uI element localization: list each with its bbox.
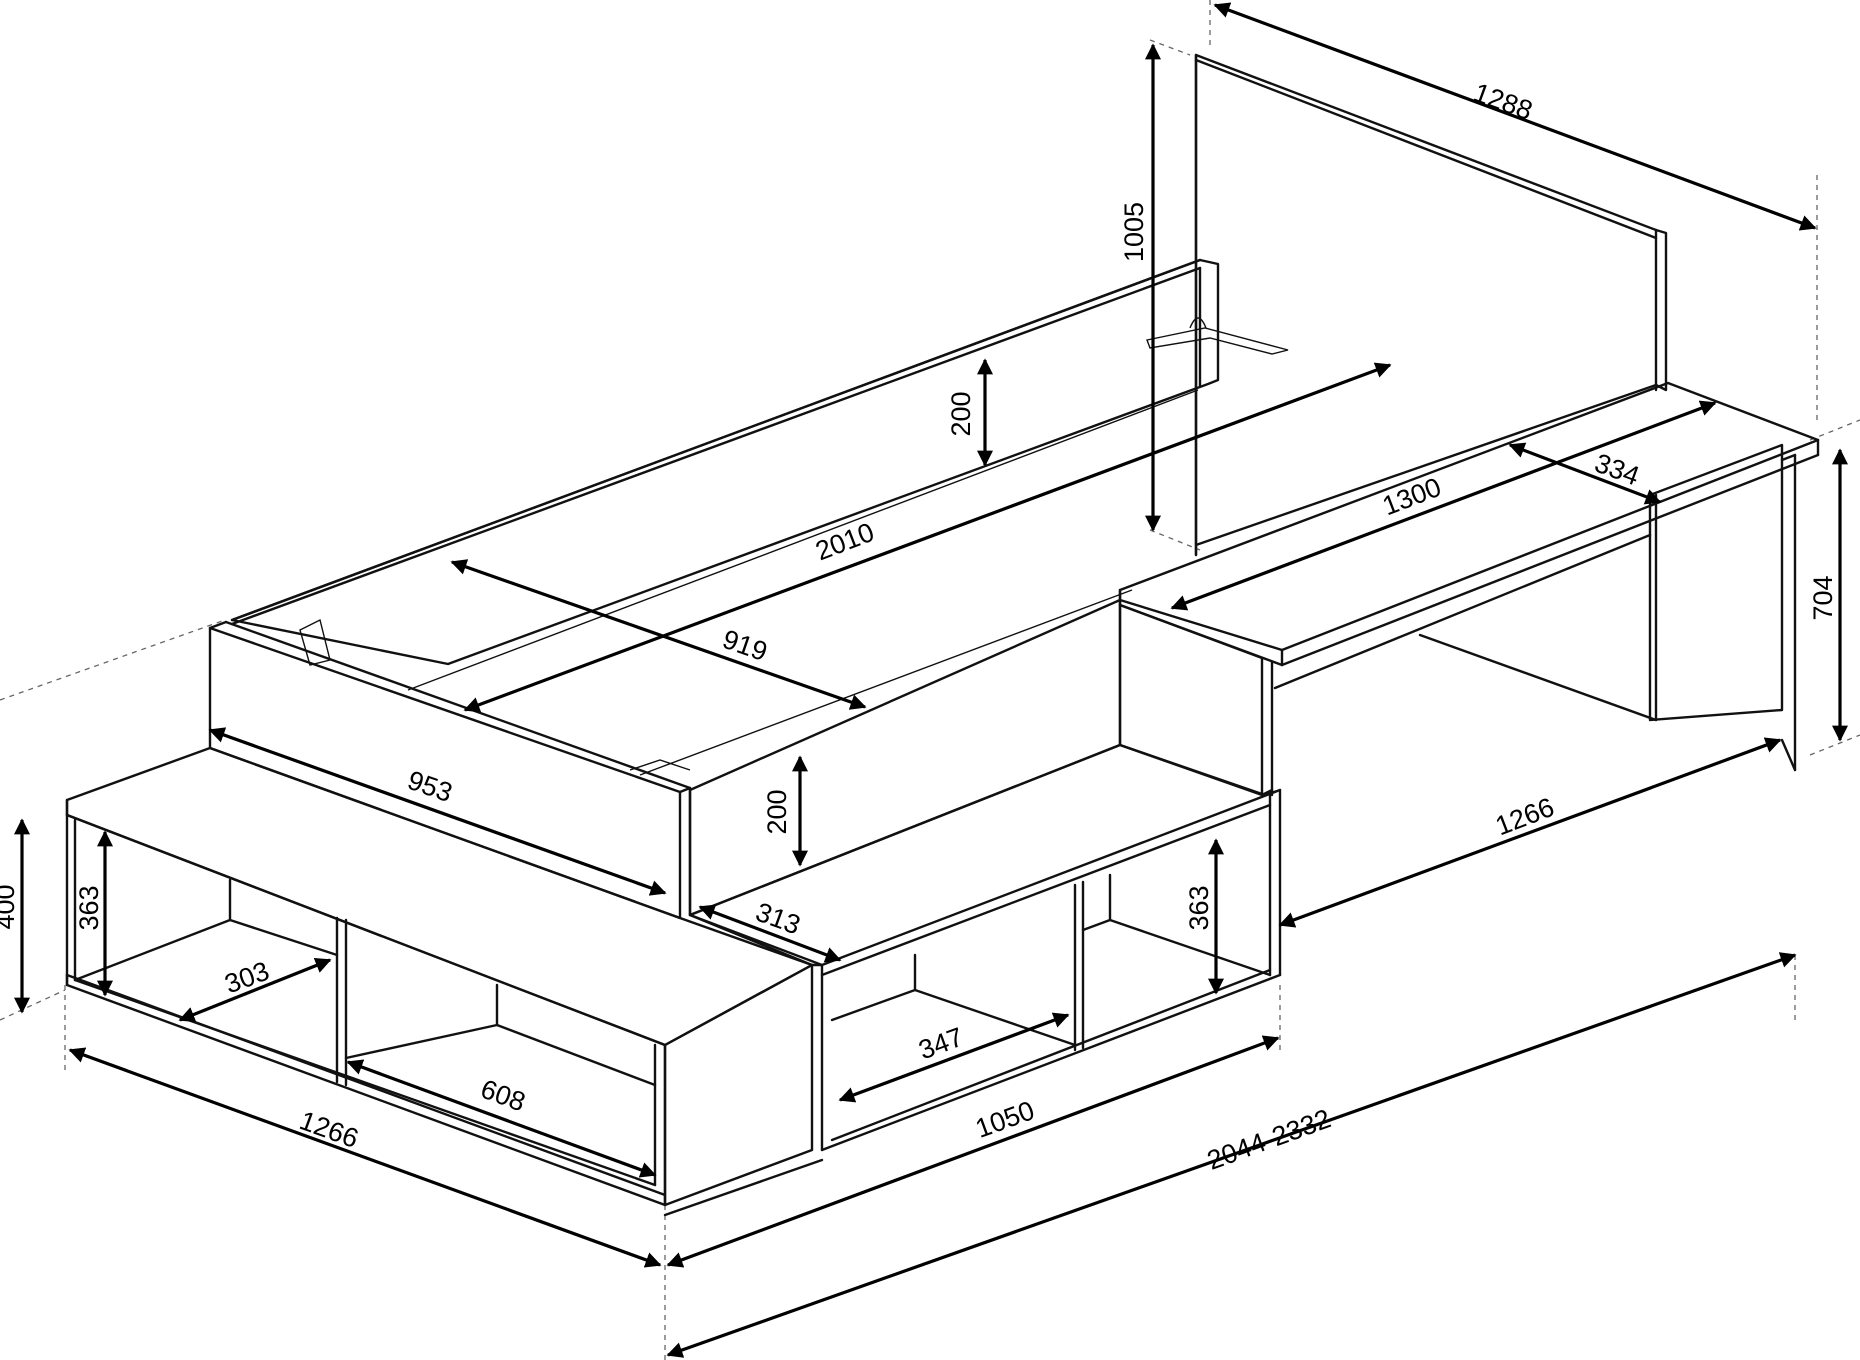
label-front-width: 1266 — [296, 1105, 363, 1154]
label-mattress-width: 919 — [719, 624, 771, 667]
dimension-labels: 1288 1005 200 2010 919 953 200 1300 334 … — [0, 77, 1838, 1176]
label-front-rail-height: 200 — [762, 789, 792, 834]
label-side-shelf-height: 363 — [1184, 885, 1214, 930]
label-desk-depth: 334 — [1591, 448, 1644, 492]
label-side-length: 1050 — [972, 1095, 1039, 1144]
label-back-rail-height: 200 — [946, 391, 976, 436]
label-front-shelf-depth: 303 — [221, 956, 274, 1000]
foot-panel — [208, 620, 692, 920]
label-headboard-height: 1005 — [1119, 202, 1149, 262]
label-headboard-width: 1288 — [1470, 77, 1537, 126]
label-front-height: 400 — [0, 884, 20, 929]
label-desk-height: 704 — [1808, 575, 1838, 620]
label-side-shelf-width: 347 — [915, 1022, 968, 1066]
label-front-shelf-height: 363 — [74, 885, 104, 930]
front-storage-block — [65, 746, 824, 1217]
back-side-rail — [230, 258, 1220, 666]
dimension-arrows — [14, 2, 1848, 1358]
label-step-depth: 313 — [752, 897, 805, 941]
label-total-length: 2044-2332 — [1203, 1103, 1335, 1175]
